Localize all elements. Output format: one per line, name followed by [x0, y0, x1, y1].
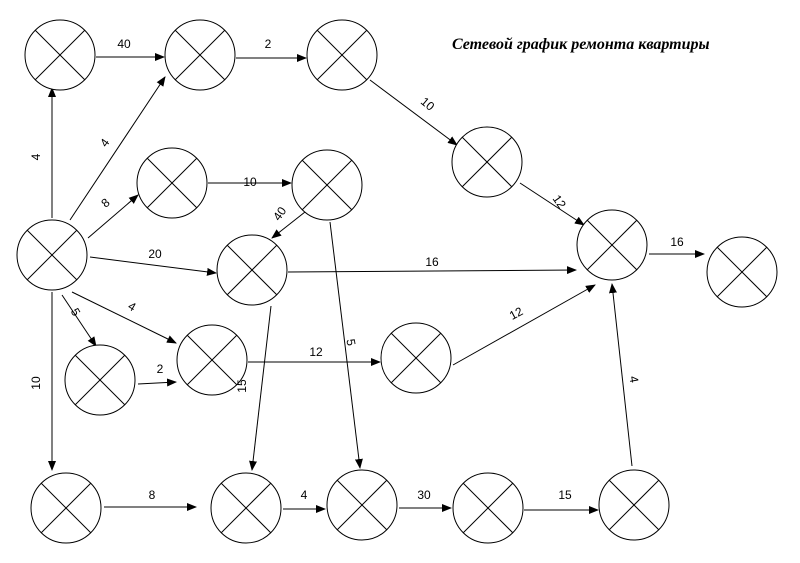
edge-duration-label: 8: [149, 488, 156, 502]
edge-duration-label: 12: [550, 192, 569, 211]
event-node-n6: [136, 147, 208, 219]
edge-duration-label: 15: [558, 488, 572, 502]
edge-arrow-n5-n6: [87, 194, 139, 239]
node-cross-line: [608, 479, 660, 531]
edge-duration-label: 2: [157, 362, 164, 376]
edge-arrow-n7-n16: [329, 221, 363, 469]
edge-arrow-n5-n2: [69, 76, 166, 221]
node-cross-line: [174, 29, 226, 81]
edge-duration-label: 12: [309, 345, 323, 359]
node-cross-line: [716, 246, 768, 298]
node-cross-line: [186, 334, 238, 386]
node-cross-line: [316, 29, 368, 81]
node-cross-line: [26, 229, 78, 281]
node-cross-line: [220, 482, 272, 534]
edge-duration-label: 4: [301, 488, 308, 502]
event-node-n14: [30, 472, 102, 544]
node-cross-line: [301, 159, 353, 211]
edge-arrow-n4-n9: [519, 182, 585, 226]
edge-arrow-n8-n9: [287, 266, 577, 275]
edge-arrow-n7-n8: [271, 211, 306, 239]
event-node-n4: [451, 126, 523, 198]
edge-duration-label: 4: [626, 375, 641, 384]
edge-duration-label: 16: [670, 235, 684, 249]
event-node-n17: [452, 472, 524, 544]
edge-duration-label: 10: [29, 376, 43, 390]
node-cross-line: [146, 157, 198, 209]
event-node-n2: [164, 19, 236, 91]
event-node-n5: [16, 219, 88, 291]
edges-layer: [48, 53, 705, 514]
edge-duration-label: 12: [507, 304, 526, 323]
edge-duration-label: 4: [97, 136, 112, 150]
node-cross-line: [226, 244, 278, 296]
edge-duration-label: 40: [270, 204, 289, 223]
node-cross-line: [74, 354, 126, 406]
edge-duration-label: 10: [418, 94, 437, 114]
edge-arrow-n8-n15: [249, 305, 272, 471]
edge-duration-label: 40: [117, 37, 131, 51]
edge-arrow-n3-n4: [369, 79, 458, 146]
edge-arrow-n5-n12: [71, 291, 177, 344]
edge-duration-label: 4: [29, 153, 43, 160]
event-node-n15: [210, 472, 282, 544]
node-cross-line: [40, 482, 92, 534]
event-node-n16: [326, 469, 398, 541]
edge-duration-label: 16: [425, 255, 439, 269]
event-node-n11: [64, 344, 136, 416]
node-cross-line: [336, 479, 388, 531]
event-node-n7: [291, 149, 363, 221]
event-node-n18: [598, 469, 670, 541]
node-cross-line: [34, 29, 86, 81]
event-node-n3: [306, 19, 378, 91]
edge-duration-label: 10: [243, 175, 257, 189]
diagram-title: Сетевой график ремонта квартиры: [452, 36, 710, 53]
event-node-n12: [176, 324, 248, 396]
event-node-n8: [216, 234, 288, 306]
nodes-layer: [16, 19, 778, 544]
edge-arrow-n5-n8: [89, 256, 217, 276]
event-node-n10: [706, 236, 778, 308]
edge-arrow-n5-n11: [61, 294, 97, 347]
edge-arrow-n18-n9: [609, 283, 633, 467]
node-cross-line: [462, 482, 514, 534]
edge-duration-label: 8: [98, 195, 112, 210]
edge-arrow-n13-n9: [452, 284, 596, 366]
edge-arrow-n11-n12: [137, 378, 177, 387]
node-cross-line: [390, 332, 442, 384]
node-cross-line: [586, 219, 638, 271]
edge-duration-label: 20: [148, 247, 162, 261]
edge-duration-label: 5: [343, 338, 358, 347]
node-cross-line: [461, 136, 513, 188]
edge-duration-label: 15: [235, 379, 249, 393]
edge-duration-label: 4: [126, 299, 139, 315]
event-node-n1: [24, 19, 96, 91]
event-node-n13: [380, 322, 452, 394]
edge-duration-label: 30: [417, 488, 431, 502]
edge-duration-label: 2: [265, 37, 272, 51]
event-node-n9: [576, 209, 648, 281]
